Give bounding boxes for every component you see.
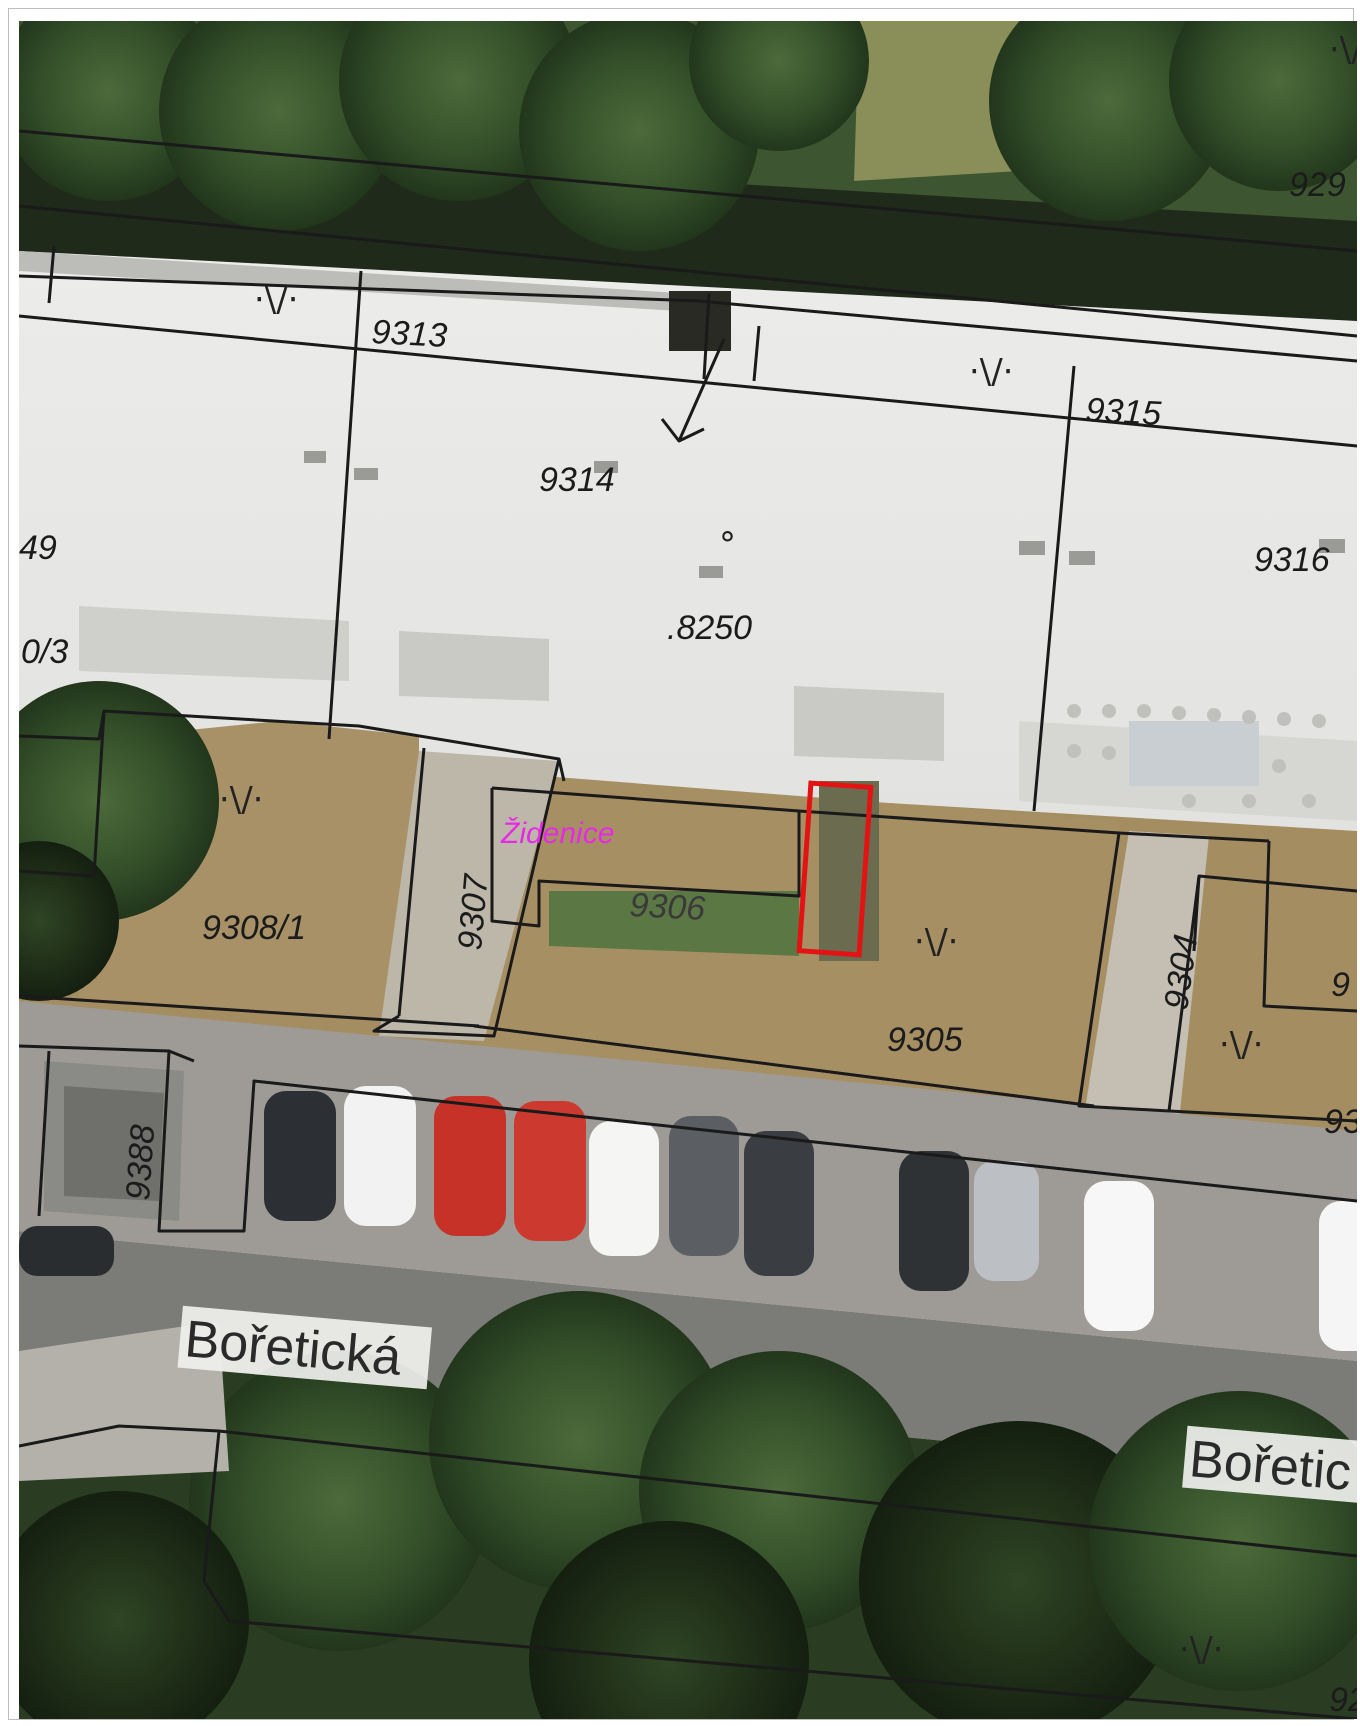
parcel-boundaries (19, 129, 1357, 1719)
survey-point-icon: ° (719, 525, 736, 565)
street-labels: Bořetická Bořetic (177, 1305, 1357, 1505)
parcel-label[interactable]: 9 (1331, 966, 1350, 1004)
parcel-label[interactable]: .8250 (667, 609, 752, 647)
parcel-label[interactable]: 49 (19, 529, 57, 567)
land-use-symbol: ⋅\/⋅ (1179, 1630, 1224, 1670)
land-use-symbol: ⋅\/⋅ (914, 922, 959, 962)
parcel-label[interactable]: 92 (1329, 1681, 1357, 1719)
trees-top (19, 21, 1357, 251)
parcel-label[interactable]: 9308/1 (202, 909, 306, 947)
cadastral-map[interactable]: ⋅\/⋅ ⋅\/⋅ ⋅\/⋅ ⋅\/⋅ ⋅\/⋅ ⋅\/⋅ ⋅\/⋅ ° 931… (19, 21, 1357, 1719)
parcel-label[interactable]: 9388 (119, 1123, 162, 1201)
land-use-symbol: ⋅\/⋅ (969, 352, 1014, 392)
land-use-symbol: ⋅\/⋅ (254, 280, 299, 320)
land-use-symbol: ⋅\/⋅ (219, 780, 264, 820)
land-use-symbol: ⋅\/⋅ (1219, 1025, 1264, 1065)
land-use-symbols: ⋅\/⋅ ⋅\/⋅ ⋅\/⋅ ⋅\/⋅ ⋅\/⋅ ⋅\/⋅ ⋅\/⋅ ° (219, 30, 1357, 1670)
land-use-symbol: ⋅\/⋅ (1329, 30, 1357, 70)
parcel-label[interactable]: 9305 (887, 1021, 963, 1059)
map-frame: ⋅\/⋅ ⋅\/⋅ ⋅\/⋅ ⋅\/⋅ ⋅\/⋅ ⋅\/⋅ ⋅\/⋅ ° 931… (8, 8, 1357, 1720)
parcel-label[interactable]: 9306 (629, 886, 707, 928)
parcel-label[interactable]: 9313 (371, 313, 449, 355)
highlighted-parcel[interactable] (796, 780, 874, 958)
parcel-label[interactable]: 929 (1289, 166, 1346, 204)
parcel-label[interactable]: 93 (1324, 1103, 1357, 1141)
trees-bottom (19, 1291, 1357, 1719)
parcel-label[interactable]: 9314 (539, 461, 615, 499)
parcel-label[interactable]: 9315 (1085, 391, 1163, 433)
parcel-label[interactable]: 0/3 (21, 633, 68, 671)
parcel-label[interactable]: 9316 (1254, 541, 1330, 579)
map-canvas[interactable]: ⋅\/⋅ ⋅\/⋅ ⋅\/⋅ ⋅\/⋅ ⋅\/⋅ ⋅\/⋅ ⋅\/⋅ ° 931… (19, 21, 1357, 1719)
aerial-imagery (19, 21, 1357, 1719)
street-label: Bořetic (1187, 1430, 1353, 1502)
district-label: Židenice (500, 817, 614, 850)
parcel-labels: 9313 9314 9315 9316 49 0/3 .8250 9306 93… (19, 166, 1357, 1719)
parcel-label[interactable]: 9307 (451, 872, 496, 952)
